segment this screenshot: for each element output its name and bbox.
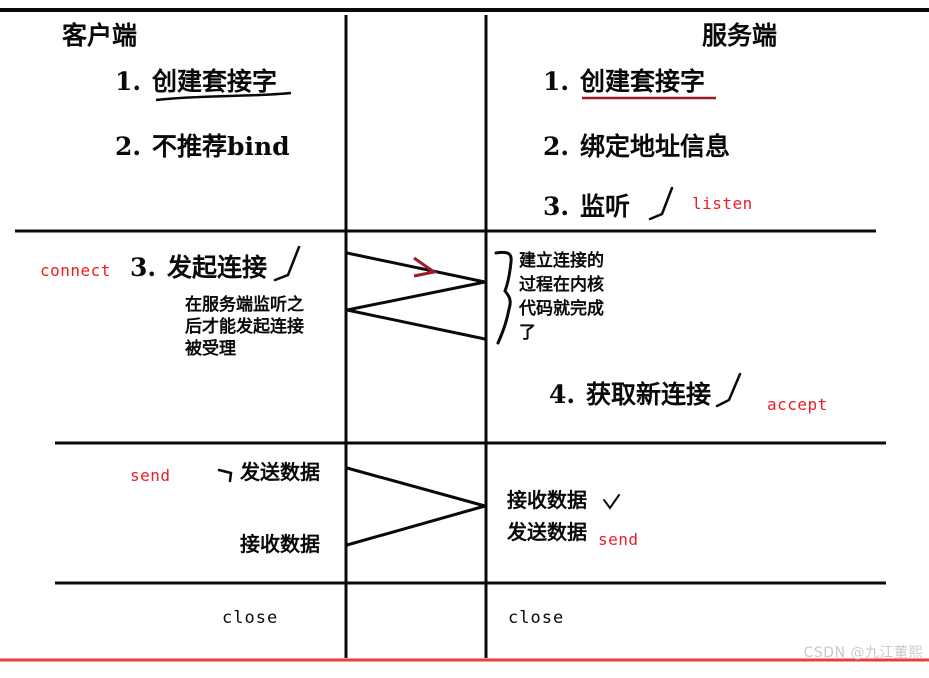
client-step-1-num: 1. xyxy=(115,67,142,96)
server-step-1-label: 创建套接字 xyxy=(580,67,706,96)
underline-client-create xyxy=(155,91,292,102)
segment-syn xyxy=(346,251,486,284)
server-handshake-note-line-2: 过程在内核 xyxy=(519,275,604,295)
server-step-4-label: 获取新连接 xyxy=(586,380,712,409)
client-step-3-label: 发起连接 xyxy=(167,253,268,282)
server-step-2-num: 2. xyxy=(543,132,570,161)
client-step-2-num: 2. xyxy=(115,132,142,161)
server-step-3-num: 3. xyxy=(543,192,570,221)
server-step-3-label: 监听 xyxy=(580,192,631,221)
client-title: 客户端 xyxy=(62,21,138,50)
segment-ack xyxy=(346,308,486,341)
client-step-1-label: 创建套接字 xyxy=(152,67,278,96)
server-title: 服务端 xyxy=(702,21,778,50)
mark-client-send-icon xyxy=(217,468,233,483)
client-connect-note-line-1: 在服务端监听之 xyxy=(185,295,304,315)
client-step-2-label: 不推荐bind xyxy=(152,132,290,161)
server-step-1-num: 1. xyxy=(543,67,570,96)
server-close-label: close xyxy=(508,608,565,628)
client-recv-label: 接收数据 xyxy=(240,532,320,556)
handshake-brace-icon xyxy=(494,250,513,345)
api-send-server: send xyxy=(598,530,639,549)
client-send-label: 发送数据 xyxy=(240,460,320,484)
segment-syn-ack xyxy=(346,280,486,312)
client-connect-note-line-3: 被受理 xyxy=(185,339,236,359)
server-handshake-note-line-3: 代码就完成 xyxy=(519,299,604,319)
check-server-recv-icon xyxy=(603,494,620,510)
api-connect: connect xyxy=(40,261,111,280)
client-close-label: close xyxy=(222,608,279,628)
check-listen-icon xyxy=(648,186,674,221)
server-recv-label: 接收数据 xyxy=(507,488,587,512)
segment-data-out xyxy=(346,466,486,508)
server-handshake-note-line-4: 了 xyxy=(519,323,536,343)
server-handshake-note-line-1: 建立连接的 xyxy=(519,251,604,271)
check-accept-icon xyxy=(715,372,742,408)
client-connect-note-line-2: 后才能发起连接 xyxy=(185,317,304,337)
segment-data-in xyxy=(346,504,486,547)
api-send-client: send xyxy=(130,466,171,485)
server-step-2-label: 绑定地址信息 xyxy=(580,132,731,161)
csdn-watermark: CSDN @九江董熙 xyxy=(803,645,923,661)
api-accept: accept xyxy=(767,395,828,414)
handshake-arrow-icon xyxy=(413,256,438,278)
api-listen: listen xyxy=(692,194,753,213)
server-send-label: 发送数据 xyxy=(507,520,587,544)
client-step-3-num: 3. xyxy=(130,253,157,282)
server-step-4-num: 4. xyxy=(549,380,576,409)
check-connect-icon xyxy=(273,245,301,282)
